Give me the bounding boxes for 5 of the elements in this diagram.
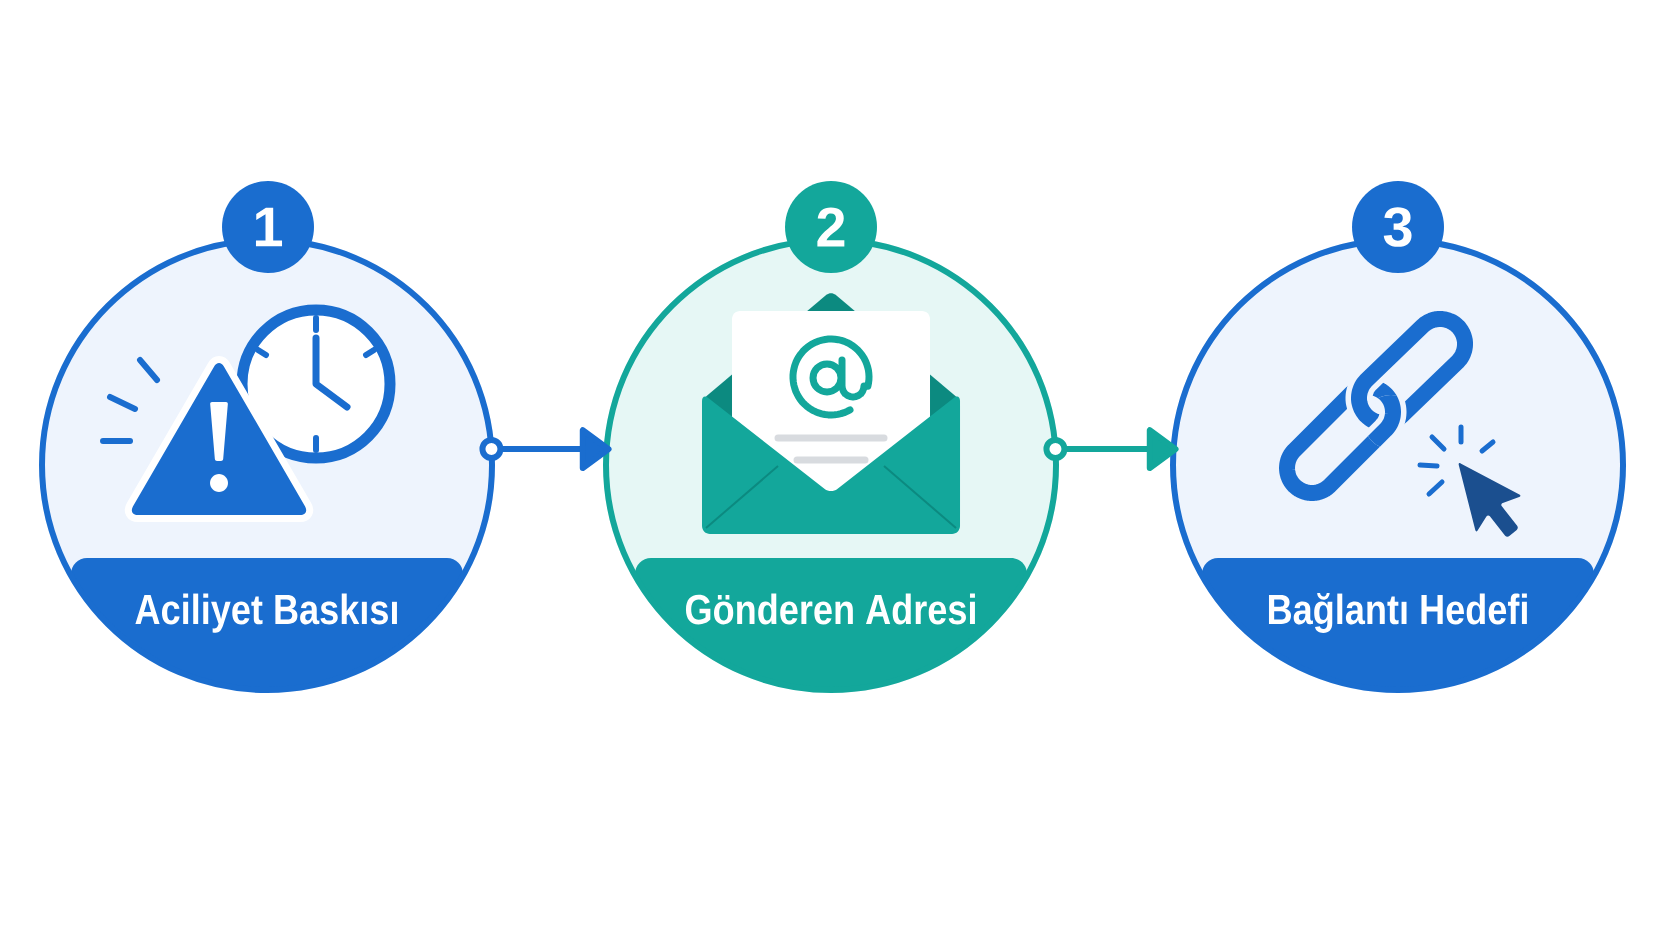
arrow — [1043, 427, 1179, 471]
arrow — [479, 427, 612, 471]
number-badge: 1 — [222, 181, 314, 273]
number-badge: 3 — [1352, 181, 1444, 273]
number-badge: 2 — [785, 181, 877, 273]
